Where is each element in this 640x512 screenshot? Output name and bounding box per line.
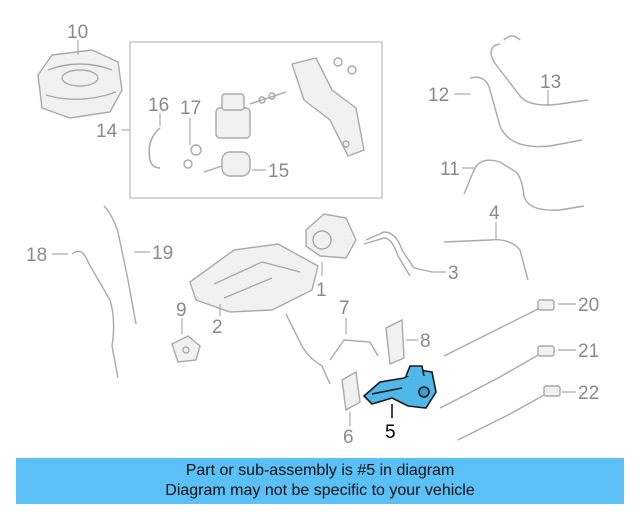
callout-20: 20	[578, 295, 599, 316]
part-5-highlighted	[362, 365, 437, 418]
part-8-bracket	[385, 318, 418, 366]
part-2-manifold	[189, 243, 319, 316]
callout-7: 7	[339, 298, 350, 319]
parts-diagram: 10 14 16 17 15	[26, 22, 599, 448]
callout-2: 2	[212, 317, 223, 338]
info-banner: Part or sub-assembly is #5 in diagram Di…	[16, 458, 624, 504]
part-12-pipe	[454, 76, 583, 148]
part-21-sensor	[439, 345, 576, 409]
callout-15: 15	[268, 161, 289, 182]
callout-13: 13	[540, 72, 561, 93]
callout-3: 3	[448, 263, 459, 284]
part-20-sensor	[443, 299, 576, 357]
callout-16: 16	[148, 95, 169, 116]
part-15-solenoid	[203, 151, 266, 177]
callout-6: 6	[343, 427, 354, 448]
banner-line-2: Diagram may not be specific to your vehi…	[165, 482, 475, 499]
callout-1: 1	[316, 280, 327, 301]
callout-19: 19	[152, 243, 173, 264]
part-11-pipe	[462, 159, 585, 211]
part-17-clips	[183, 118, 202, 169]
callout-21: 21	[578, 341, 599, 362]
callout-9: 9	[176, 300, 187, 321]
mounting-bracket	[291, 57, 365, 157]
callout-4: 4	[489, 203, 500, 224]
part-19-hose	[103, 205, 150, 325]
part-4-hose	[443, 222, 529, 281]
callout-12: 12	[428, 85, 449, 106]
part-22-sensor	[457, 385, 576, 441]
part-1-pump	[305, 213, 357, 276]
callout-17: 17	[180, 98, 201, 119]
part-9-bracket	[171, 318, 201, 363]
callout-10: 10	[67, 22, 88, 43]
sub-assembly-box	[122, 41, 383, 199]
callout-14: 14	[96, 121, 118, 142]
part-13-pipe	[490, 35, 589, 106]
callout-8: 8	[420, 331, 431, 352]
part-10-canister	[37, 40, 123, 119]
part-16-hose	[148, 113, 161, 169]
valve-assembly	[215, 91, 287, 139]
callout-18: 18	[26, 245, 47, 266]
callout-11: 11	[440, 159, 460, 180]
part-7-pipe	[285, 313, 379, 385]
callout-5: 5	[385, 422, 396, 443]
part-3-hose	[363, 231, 446, 277]
banner-line-1: Part or sub-assembly is #5 in diagram	[185, 462, 455, 479]
part-6-bracket	[341, 370, 361, 426]
part-18-hose	[52, 250, 119, 379]
callout-22: 22	[578, 383, 599, 404]
